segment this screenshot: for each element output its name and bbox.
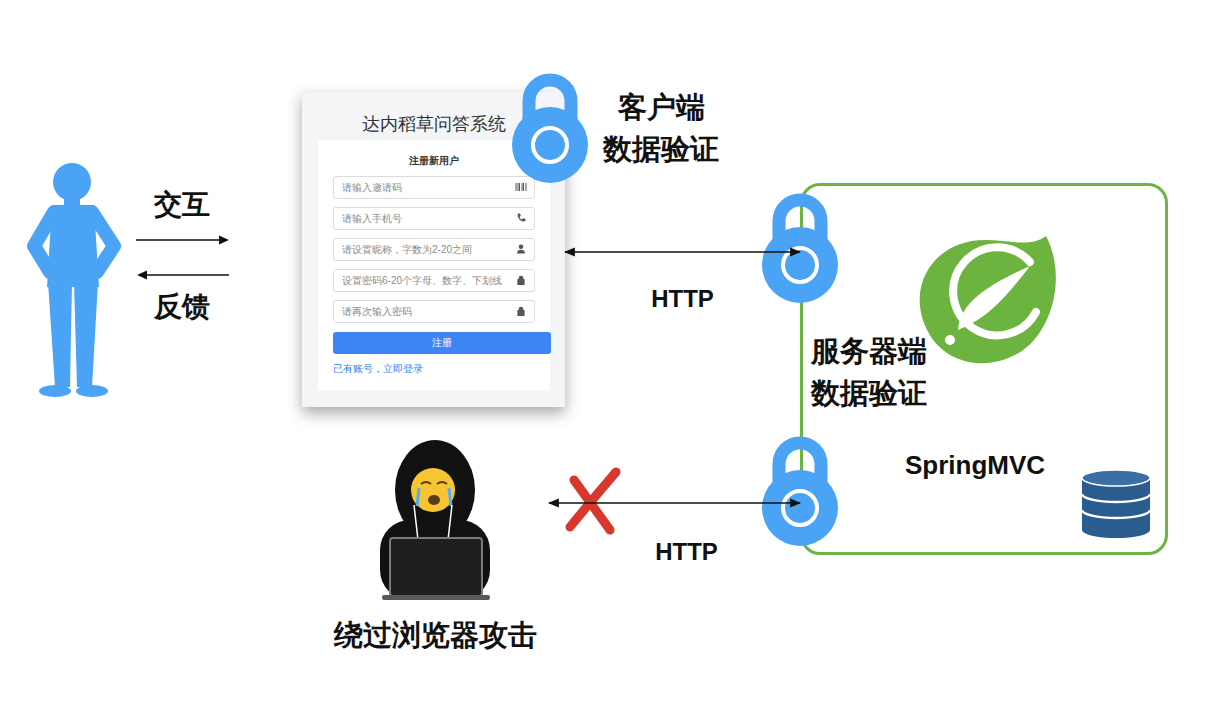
framework-name: SpringMVC (905, 449, 1165, 481)
laptop (390, 538, 482, 596)
lock-body (762, 227, 838, 303)
arrow-head (137, 271, 147, 280)
lock-icon (760, 185, 840, 307)
form-subtitle: 注册新用户 (302, 154, 565, 168)
person-leg (48, 282, 72, 387)
server-label: 服务器端 数据验证 (811, 330, 941, 414)
form-title: 达内稻草问答系统 (302, 112, 565, 136)
http-connector (549, 502, 800, 504)
lock-body (762, 470, 838, 546)
input-icon (515, 243, 527, 255)
hacker-body (380, 520, 490, 600)
database-ring (1082, 510, 1150, 518)
input-placeholder: 请设置昵称，字数为2-20之间 (342, 240, 472, 260)
input-icon (515, 274, 527, 286)
icon-shape (516, 183, 526, 191)
hacker-figure (380, 440, 490, 600)
person-head (53, 163, 91, 201)
feedback-label: 反馈 (154, 289, 210, 325)
input-placeholder: 请再次输入密码 (342, 302, 412, 322)
interaction-arrow (136, 236, 229, 245)
server-box: 服务器端 数据验证 SpringMVC (800, 183, 1168, 555)
icon-shape (517, 245, 525, 254)
input-field: 请输入手机号 (333, 207, 535, 230)
spring-arc (953, 247, 1036, 335)
spring-logo (920, 236, 1056, 363)
arrow-line (136, 239, 222, 241)
spring-inner-leaf (958, 266, 1030, 330)
lock-icon (510, 65, 590, 187)
lock-icon (760, 428, 840, 550)
person-foot (39, 385, 71, 397)
input-icon (515, 305, 527, 317)
input-placeholder: 请输入手机号 (342, 209, 402, 229)
protocol-label: HTTP (651, 284, 714, 314)
interaction-label: 交互 (154, 187, 210, 223)
feedback-arrow (137, 271, 229, 280)
attacker-figure: 绕过浏览器攻击 (321, 438, 549, 660)
lock-keyhole (783, 491, 817, 525)
database-top (1082, 470, 1150, 486)
client-validation-label: 客户端 数据验证 (596, 86, 726, 170)
icon-shape (518, 276, 524, 284)
person-arm (34, 212, 54, 272)
person-figure (34, 163, 114, 397)
input-placeholder: 请输入邀请码 (342, 178, 402, 198)
person-arm (92, 212, 114, 272)
input-icon (515, 212, 527, 224)
register-form: 达内稻草问答系统注册新用户已有账号，立即登录 请输入邀请码请输入手机号请设置昵称，… (302, 92, 565, 407)
input-field: 请设置昵称，字数为2-20之间 (333, 238, 535, 261)
person-foot (76, 385, 108, 397)
input-field: 设置密码6-20个字母、数字、下划线 (333, 269, 535, 292)
icon-shape (518, 307, 524, 315)
icon-shape (518, 214, 526, 222)
lock-keyhole (783, 248, 817, 282)
face-tears (417, 488, 451, 506)
database-ring (1082, 494, 1150, 502)
arrow-line (144, 274, 229, 276)
protocol-label: HTTP (655, 537, 718, 567)
login-link: 已有账号，立即登录 (333, 362, 565, 376)
input-field: 请再次输入密码 (333, 300, 535, 323)
spring-dot (945, 335, 955, 345)
cross-stroke (574, 480, 610, 530)
input-field: 请输入邀请码 (333, 176, 535, 199)
earphone-wire (414, 505, 452, 540)
lock-keyhole (533, 128, 567, 162)
person-leg (74, 282, 98, 387)
input-icon (515, 181, 527, 193)
input-placeholder: 设置密码6-20个字母、数字、下划线 (342, 271, 502, 291)
spring-leaf (920, 236, 1056, 363)
button-label: 注册 (333, 332, 551, 354)
attack-caption: 绕过浏览器攻击 (321, 618, 549, 652)
face-mouth (428, 495, 440, 505)
laptop-base (382, 595, 490, 600)
face-eyes (421, 482, 447, 484)
database-icon (1082, 470, 1150, 538)
lock-body (512, 107, 588, 183)
crying-face (411, 468, 455, 512)
arrow-head (219, 236, 229, 245)
blocked-mark (570, 472, 616, 530)
http-connector (565, 251, 800, 253)
submit-button: 注册 (333, 332, 551, 354)
